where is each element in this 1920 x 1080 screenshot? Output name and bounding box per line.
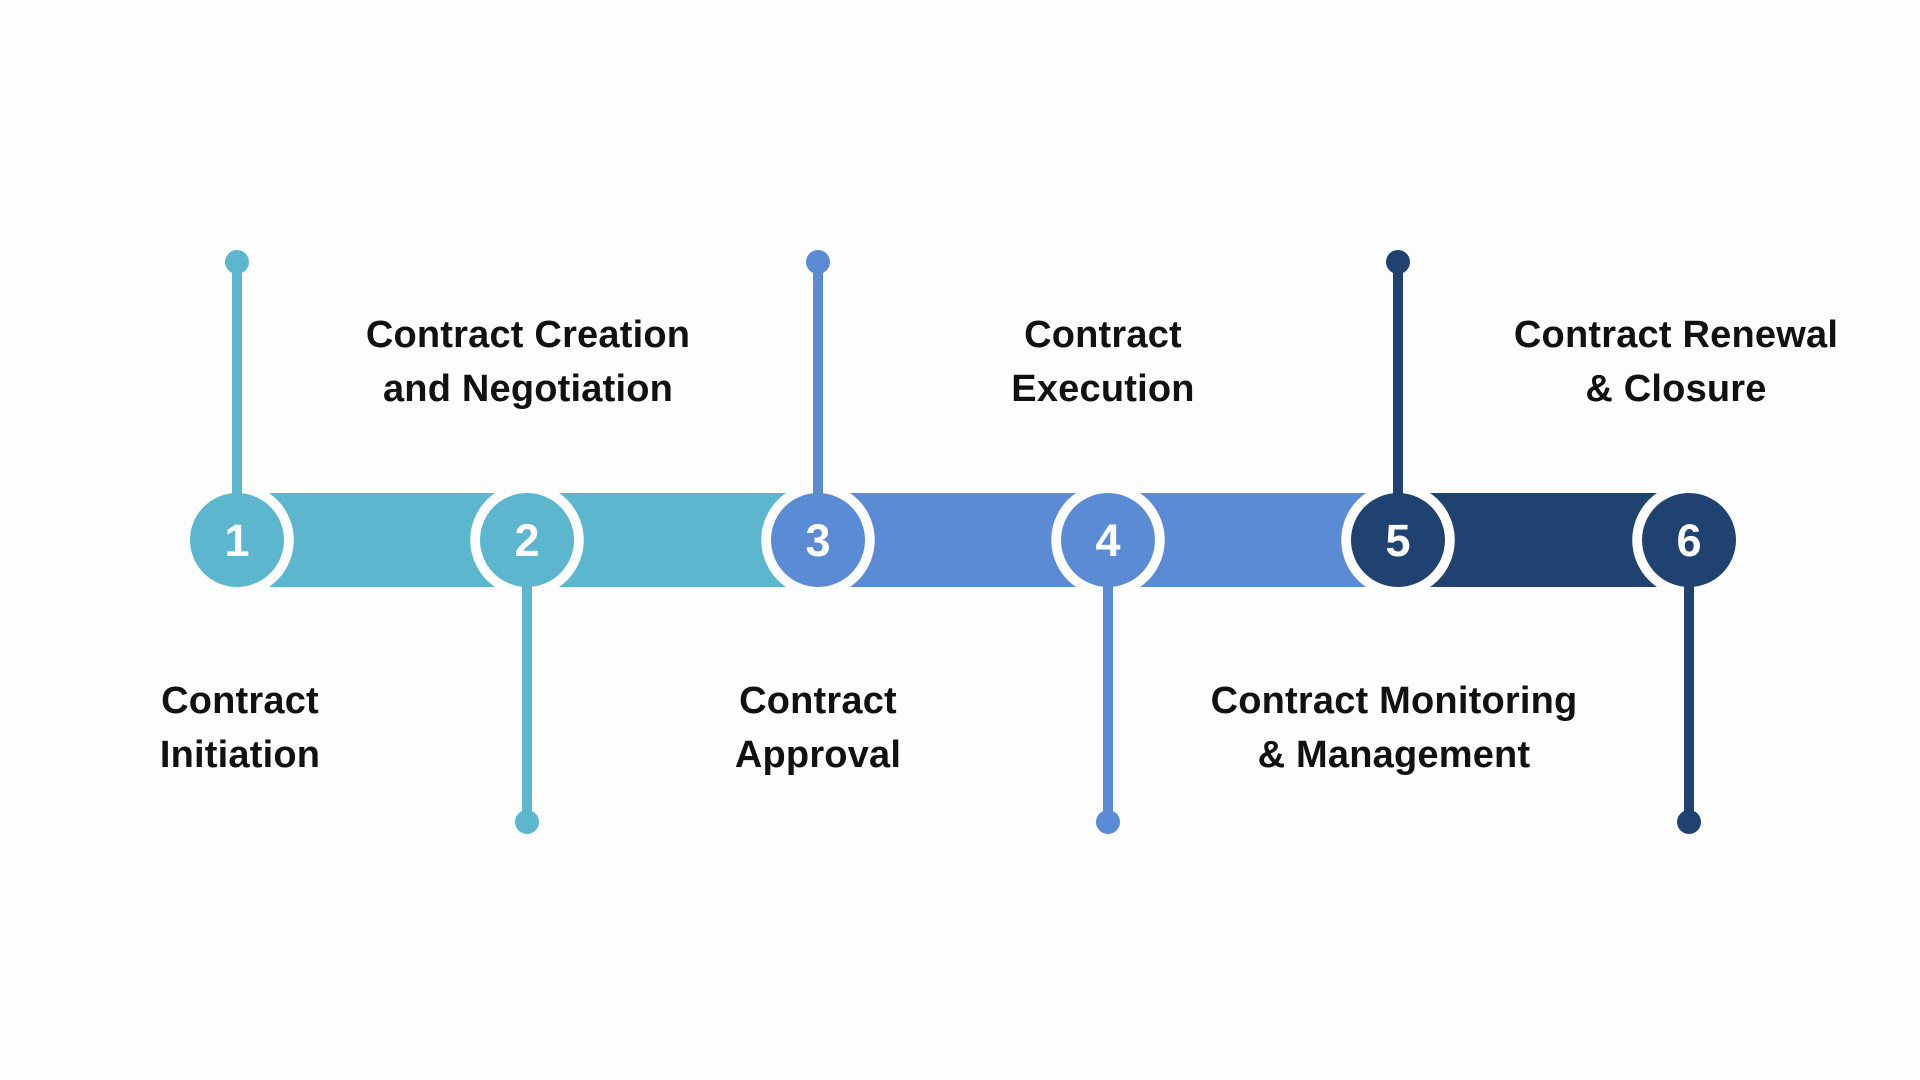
step-number-4: 4 (1095, 515, 1120, 566)
stem-dot (1386, 250, 1410, 274)
step-label-line: & Management (1257, 734, 1531, 776)
step-label-line: Initiation (159, 734, 321, 776)
step-circle-1 (190, 493, 284, 587)
stem-dot (515, 810, 539, 834)
step-label-contract-monitoring-management: Contract Monitoring & Management (1211, 674, 1578, 782)
step-label-contract-approval: Contract Approval (735, 674, 901, 782)
stem-dot (1096, 810, 1120, 834)
step-label-contract-initiation: Contract Initiation (160, 674, 320, 782)
step-label-line: Contract Renewal (1513, 314, 1839, 356)
step-circle-6 (1642, 493, 1736, 587)
step-label-line: & Closure (1585, 368, 1767, 410)
connector-bar-5-6 (1430, 493, 1657, 587)
stem-dot (806, 250, 830, 274)
step-label-line: and Negotiation (382, 368, 674, 410)
stem-dot (1677, 810, 1701, 834)
step-number-1: 1 (224, 515, 249, 566)
step-circle-2 (480, 493, 574, 587)
stem-dot (225, 250, 249, 274)
connector-bar-3-4 (850, 493, 1076, 587)
step-number-6: 6 (1676, 515, 1701, 566)
step-label-line: Execution (1011, 368, 1195, 410)
step-label-line: Contract (1024, 314, 1182, 356)
connector-bar-2-3 (559, 493, 786, 587)
step-number-2: 2 (514, 515, 539, 566)
step-label-line: Contract (161, 680, 319, 722)
step-circle-5 (1351, 493, 1445, 587)
step-number-3: 3 (805, 515, 830, 566)
step-label-contract-creation-and-negotiation: Contract Creation and Negotiation (366, 308, 690, 416)
connector-bar-1-2 (269, 493, 495, 587)
step-label-line: Contract (739, 680, 897, 722)
step-number-5: 5 (1385, 515, 1410, 566)
connector-bar-4-5 (1140, 493, 1366, 587)
step-label-line: Contract Creation (365, 314, 691, 356)
step-label-contract-renewal-closure: Contract Renewal & Closure (1514, 308, 1838, 416)
step-circle-3 (771, 493, 865, 587)
step-label-line: Approval (734, 734, 902, 776)
step-label-line: Contract Monitoring (1210, 680, 1578, 722)
step-label-contract-execution: Contract Execution (1011, 308, 1194, 416)
step-circle-4 (1061, 493, 1155, 587)
